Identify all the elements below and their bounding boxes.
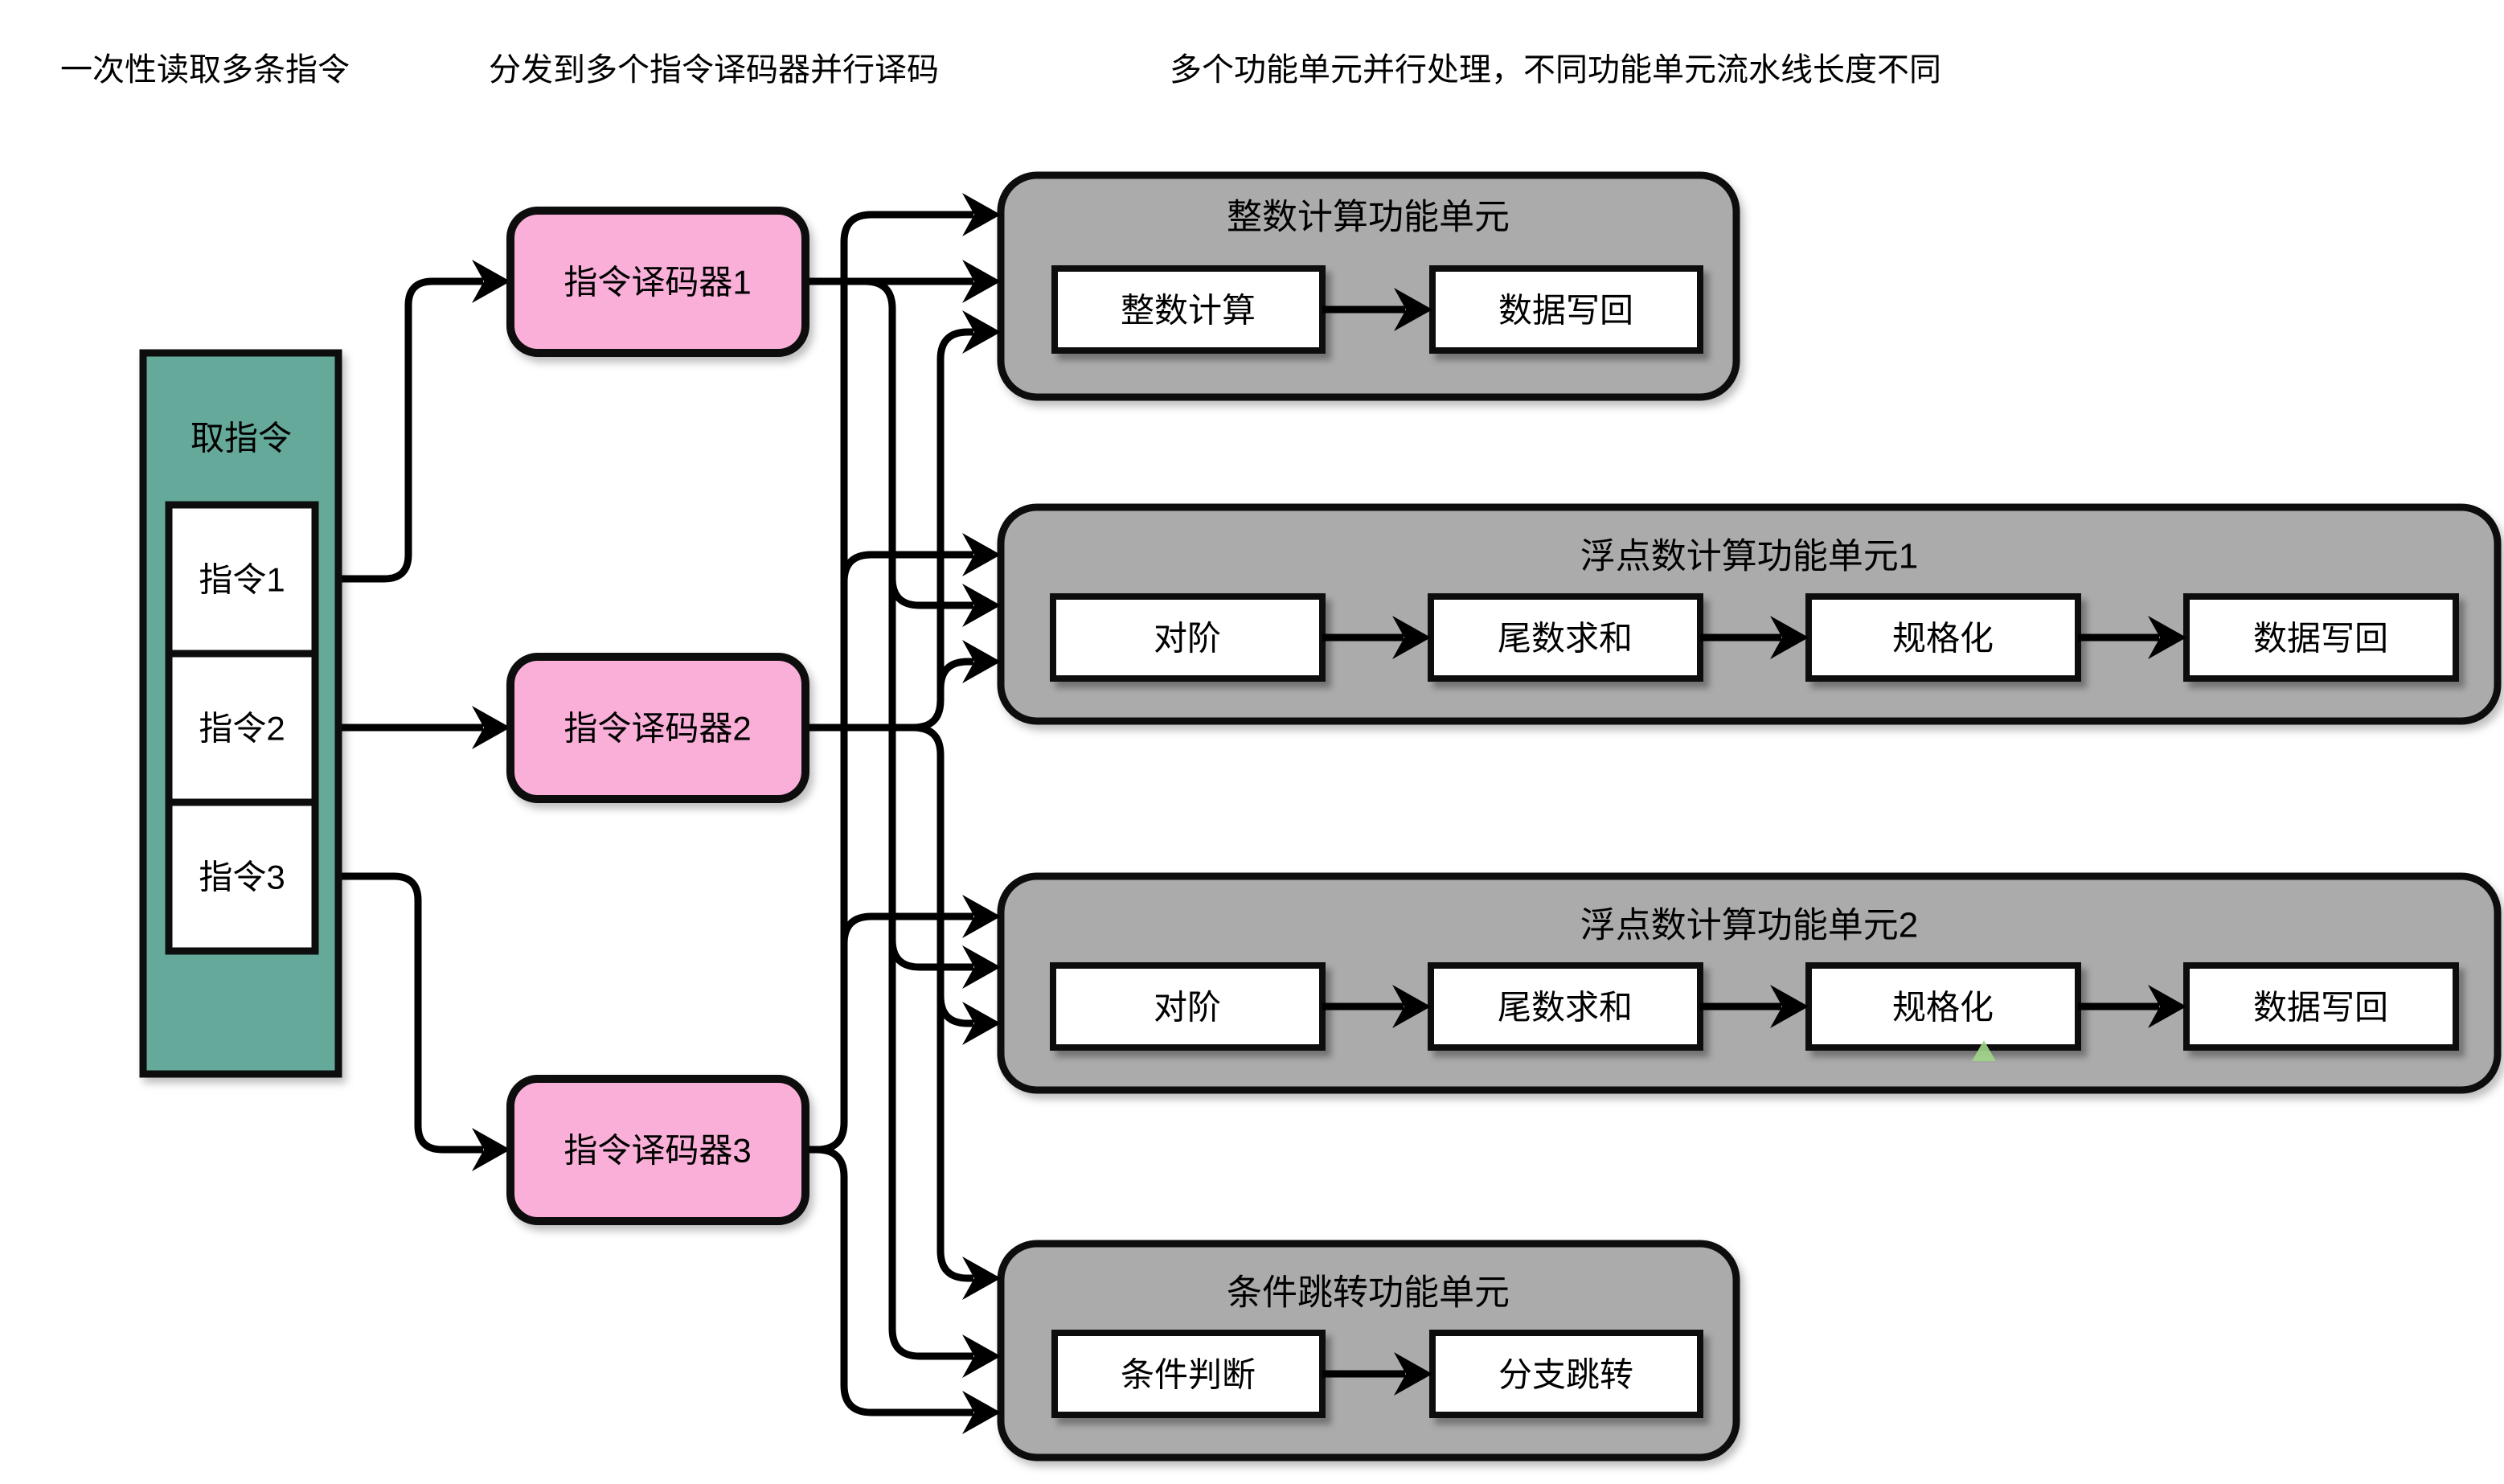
branch-decoder3-unit2 — [840, 551, 973, 583]
stage-label: 对阶 — [1154, 989, 1221, 1027]
decoder-label-1: 指令译码器1 — [564, 264, 751, 301]
instruction-box-3 — [165, 798, 319, 955]
stage-box-f1-align — [1050, 593, 1326, 682]
stage-label: 分支跳转 — [1498, 1356, 1633, 1394]
stage-box-f2-mantissa — [1428, 962, 1703, 1051]
stage-label: 整数计算 — [1121, 292, 1256, 330]
stage-label: 数据写回 — [2253, 989, 2388, 1027]
branch-decoder2-unit2 — [936, 658, 973, 690]
decoder-label-2: 指令译码器2 — [564, 710, 751, 748]
connector-instr1-decoder1 — [315, 277, 483, 583]
fetch-title: 取指令 — [191, 420, 292, 457]
stage-label: 数据写回 — [2253, 620, 2388, 658]
bus-decoder1-down — [864, 277, 973, 1360]
connector-instr3-decoder3 — [315, 872, 483, 1154]
unit-float1-box — [997, 503, 2502, 725]
stage-box-f1-writeback — [2183, 593, 2459, 682]
branch-decoder3-unit3 — [840, 912, 973, 945]
branch-decoder2-unit3 — [936, 995, 973, 1027]
stage-box-f1-mantissa — [1428, 593, 1703, 682]
stage-box-branch-jump — [1429, 1330, 1703, 1418]
decoder-box-2 — [506, 653, 809, 803]
stage-box-integer-writeback — [1429, 265, 1703, 354]
stage-box-integer-calc — [1051, 265, 1326, 354]
stage-label: 尾数求和 — [1498, 989, 1633, 1027]
decoder-label-3: 指令译码器3 — [564, 1132, 751, 1170]
annotation-execute: 多个功能单元并行处理，不同功能单元流水线长度不同 — [1170, 52, 1941, 88]
instruction-label-1: 指令1 — [199, 561, 285, 599]
instruction-label-3: 指令3 — [199, 859, 285, 896]
stage-label: 规格化 — [1892, 989, 1994, 1027]
stage-label: 数据写回 — [1498, 292, 1633, 330]
stage-label: 规格化 — [1892, 620, 1994, 658]
annotation-fetch: 一次性读取多条指令 — [60, 52, 350, 88]
branch-decoder1-unit2 — [888, 577, 973, 609]
stage-label: 条件判断 — [1121, 1356, 1256, 1394]
unit-title-branch: 条件跳转功能单元 — [1227, 1273, 1510, 1313]
bus-decoder2-down — [912, 724, 973, 1282]
stage-box-f2-writeback — [2183, 962, 2459, 1051]
branch-decoder1-unit3 — [888, 939, 973, 971]
stage-label: 对阶 — [1154, 620, 1221, 658]
unit-float2-box — [997, 872, 2502, 1094]
decoder-box-1 — [506, 207, 809, 357]
unit-title-integer: 整数计算功能单元 — [1227, 198, 1510, 237]
bus-decoder3-down — [816, 1146, 973, 1416]
decoder-box-3 — [506, 1075, 809, 1225]
unit-title-float1: 浮点数计算功能单元1 — [1580, 537, 1918, 576]
unit-title-float2: 浮点数计算功能单元2 — [1580, 906, 1918, 945]
instruction-label-2: 指令2 — [199, 710, 285, 748]
stage-label: 尾数求和 — [1498, 620, 1633, 658]
cursor-artifact — [1972, 1040, 1996, 1061]
annotation-decode: 分发到多个指令译码器并行译码 — [489, 52, 939, 88]
